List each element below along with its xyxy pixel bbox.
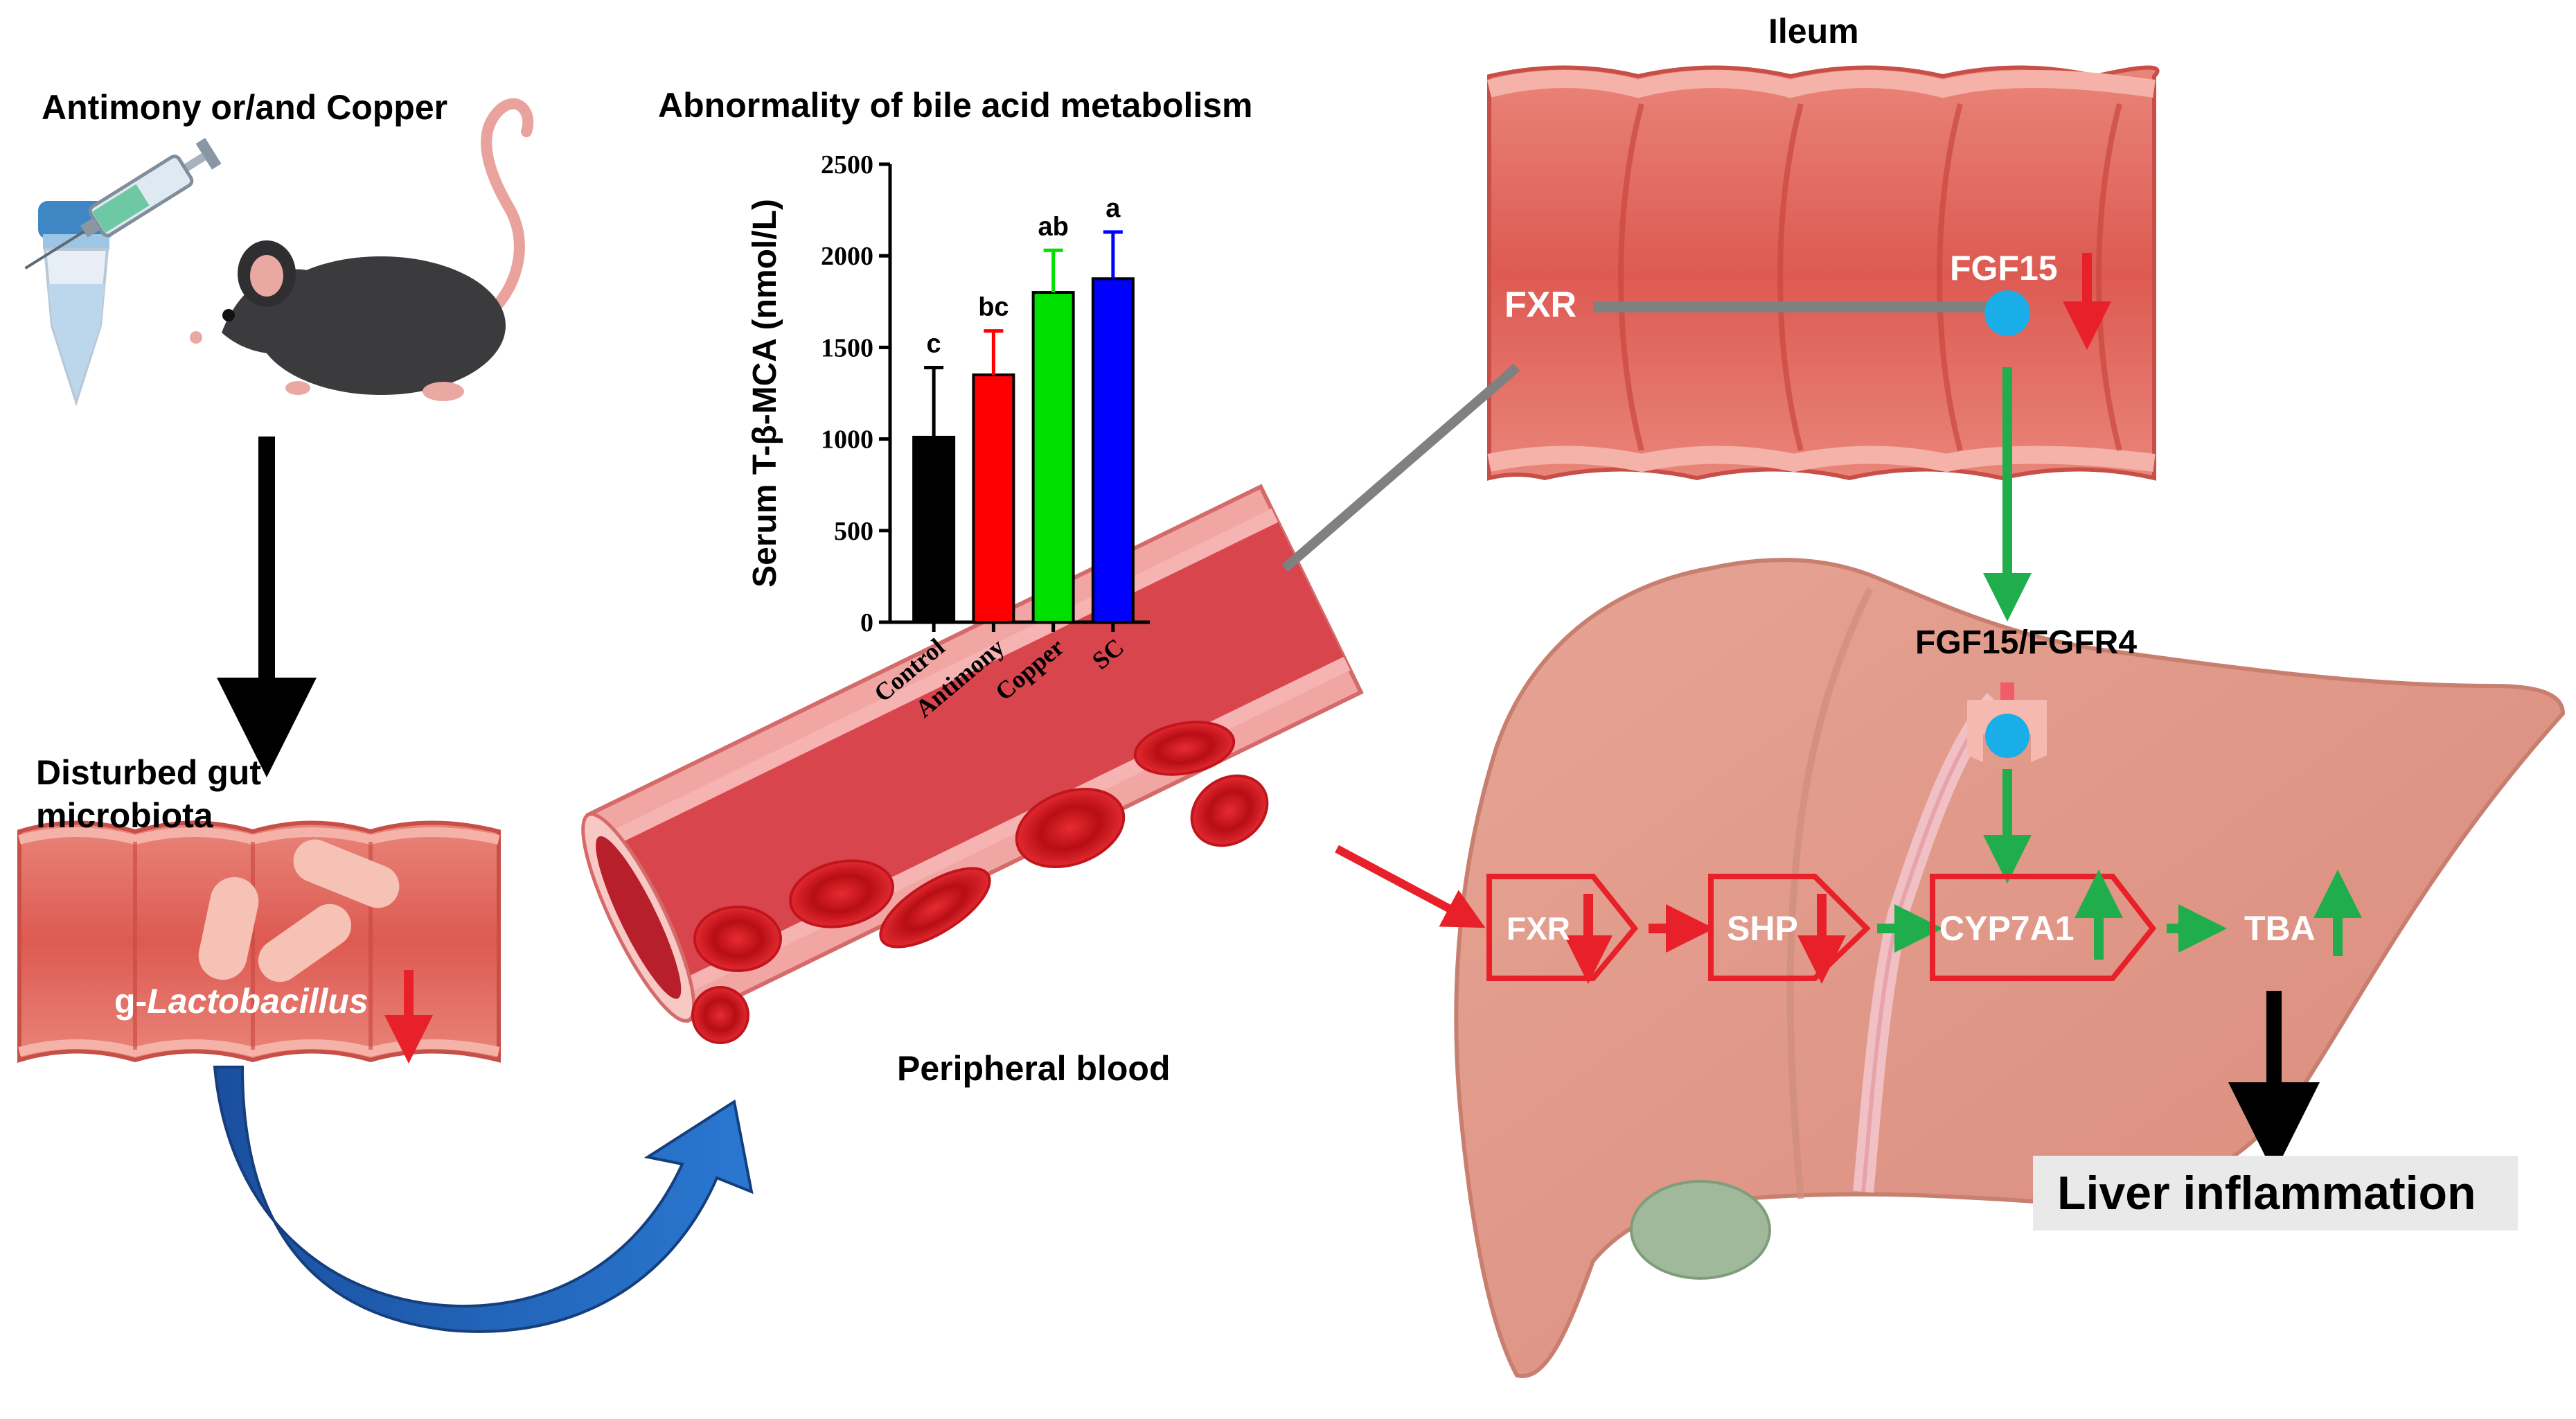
chart-bar (1031, 291, 1075, 624)
chart-y-tick-label: 2500 (821, 150, 873, 179)
disturbed-microbiota-label-line2: microbiota (36, 796, 213, 835)
chart-significance-label: bc (978, 293, 1009, 322)
curved-blue-arrow (213, 1066, 754, 1333)
lactobacillus-prefix: g- (114, 982, 148, 1021)
ileum-label: Ileum (1768, 12, 1859, 51)
chart-bar (912, 435, 956, 624)
ileum-intestine (1486, 65, 2160, 481)
chart-title: Abnormality of bile acid metabolism (658, 86, 1253, 125)
vessel-to-ileum-connector (1281, 363, 1520, 572)
inflammation-box (2033, 1156, 2518, 1231)
lactobacillus-label: g-Lactobacillus (114, 982, 368, 1021)
chart-bar (1091, 277, 1135, 624)
chart-y-tick-label: 0 (860, 608, 873, 637)
chart-significance-label: ab (1038, 212, 1068, 241)
bacteria-icon (198, 839, 400, 982)
chart-y-tick-label: 1000 (821, 425, 873, 455)
chart-significance-label: a (1105, 194, 1121, 223)
pathway-tba-label: TBA (2244, 909, 2316, 948)
disturbed-microbiota-label-line1: Disturbed gut (36, 753, 261, 792)
fgf15-fgfr4-label: FGF15/FGFR4 (1915, 624, 2138, 661)
chart-y-axis-label: Serum T-β-MCA (nmol/L) (747, 199, 783, 588)
chart-y-tick-label: 2000 (821, 242, 873, 271)
chart-bar (972, 373, 1015, 624)
mouse-icon (190, 98, 534, 401)
sample-tube-icon (38, 201, 114, 407)
liver-inflammation-label: Liver inflammation (2057, 1167, 2476, 1219)
chart-y-tick-label: 500 (834, 517, 873, 546)
blood-to-liver-arrow (1335, 845, 1486, 928)
lactobacillus-genus: Lactobacillus (147, 982, 368, 1021)
pathway-shp-label: SHP (1727, 909, 1798, 948)
fxr-ileum-label: FXR (1504, 285, 1576, 325)
peripheral-blood-label: Peripheral blood (897, 1049, 1171, 1088)
pathway-cyp7a1-label: CYP7A1 (1939, 909, 2075, 948)
fxr-liver-box (1486, 874, 1639, 981)
exposure-label: Antimony or/and Copper (42, 88, 448, 127)
chart-y-tick-label: 1500 (821, 333, 873, 362)
chart-significance-label: c (927, 329, 941, 358)
gut-segment-left (17, 820, 501, 1064)
blood-vessel (581, 484, 1364, 1044)
syringe-icon (24, 137, 222, 270)
pathway-fxr-label: FXR (1507, 910, 1570, 946)
fgf15-dot-icon (1984, 290, 2030, 336)
liver-organ (1454, 558, 2566, 1378)
fgf15-label: FGF15 (1950, 249, 2058, 288)
fgfr4-receptor-icon (1967, 682, 2047, 762)
